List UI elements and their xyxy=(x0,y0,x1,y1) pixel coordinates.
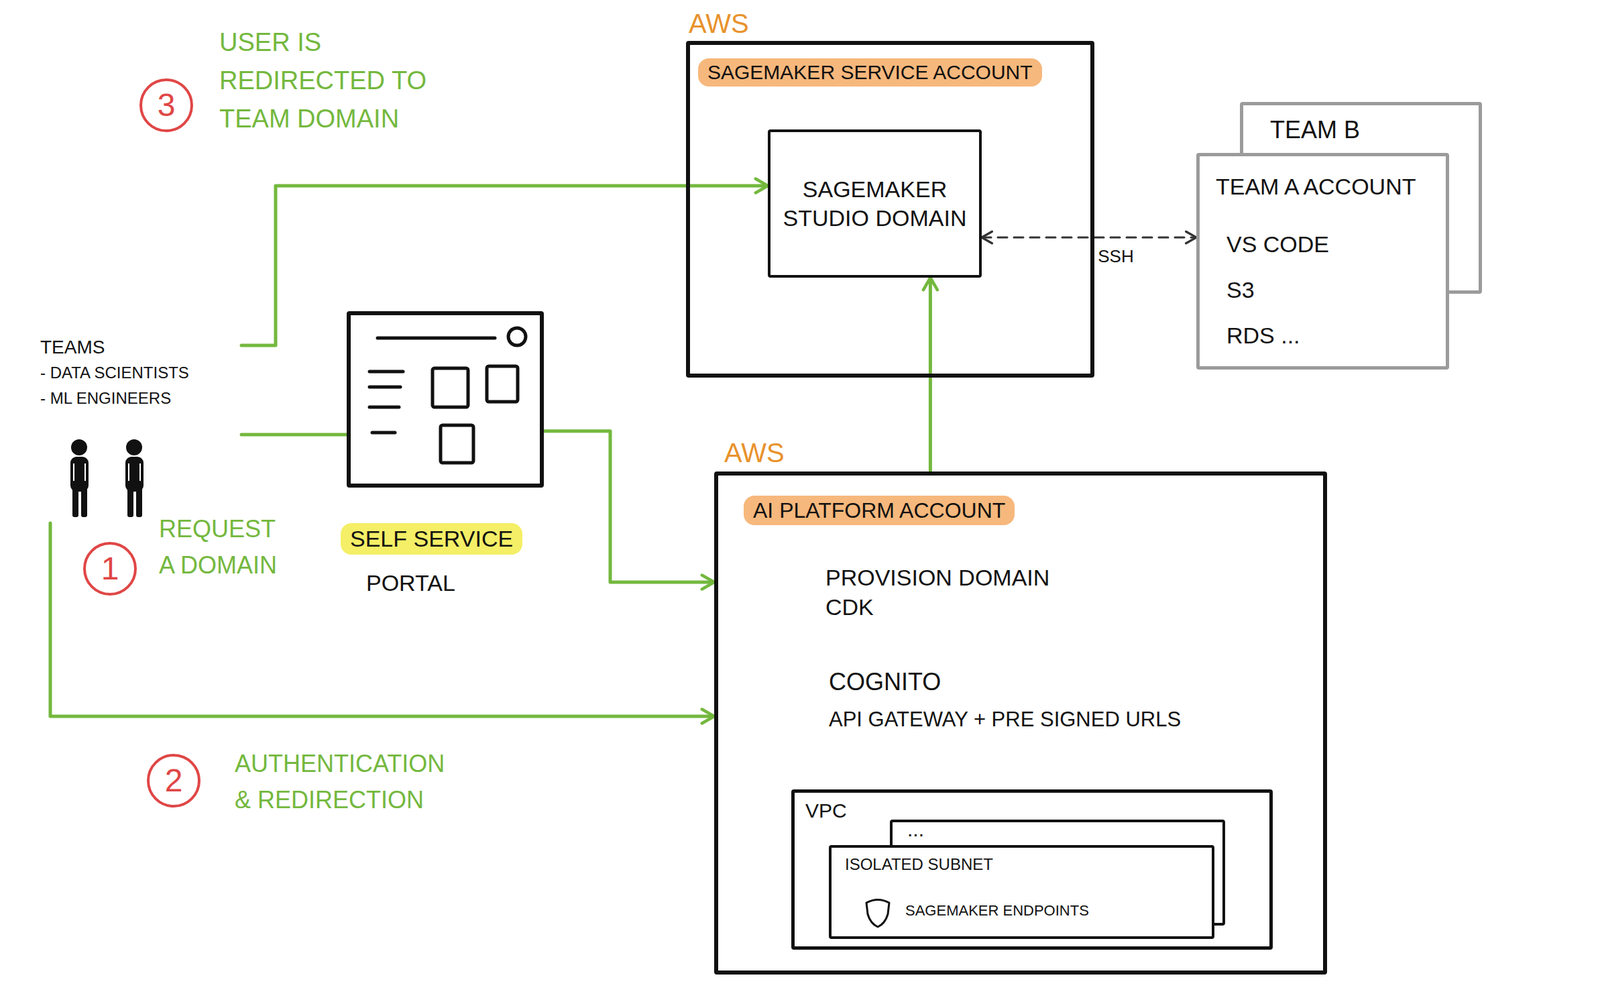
node-title: SAGEMAKER SERVICE ACCOUNT xyxy=(698,58,1043,87)
actor-group: TEAMS - DATA SCIENTISTS - ML ENGINEERS xyxy=(40,331,242,524)
step-note: AUTHENTICATION & REDIRECTION xyxy=(234,745,463,819)
callout-number: 1 xyxy=(83,541,137,596)
account-box: SAGEMAKER SERVICE ACCOUNT SAGEMAKER STUDI… xyxy=(686,40,1095,378)
node-title: ISOLATED SUBNET xyxy=(844,854,994,875)
cloud-label: AWS xyxy=(688,6,750,41)
vpc-box: VPC... ISOLATED SUBNET SAGEMAKER ENDPOINT… xyxy=(791,789,1273,950)
callout-number: 3 xyxy=(139,78,194,133)
node-text: S3 xyxy=(1226,275,1255,305)
step-note: REQUEST A DOMAIN xyxy=(158,510,287,584)
team-account-card: TEAM A ACCOUNT VS CODE S3RDS ... xyxy=(1196,152,1450,370)
portal-box: SELF SERVICEPORTAL xyxy=(346,311,544,488)
studio-domain-box: SAGEMAKER STUDIO DOMAIN xyxy=(767,129,982,278)
node-text: VS CODE xyxy=(1226,230,1330,259)
node-text: RDS ... xyxy=(1226,321,1301,351)
node-text: - DATA SCIENTISTS xyxy=(40,362,190,383)
node-text: COGNITO xyxy=(828,666,941,697)
account-box: AI PLATFORM ACCOUNT PROVISION DOMAIN CDK C… xyxy=(714,471,1328,975)
node-text: API GATEWAY + PRE SIGNED URLS xyxy=(828,706,1181,733)
node-title: TEAM B xyxy=(1270,114,1360,145)
flow-arrow xyxy=(241,433,347,437)
node-title: ... xyxy=(907,816,925,843)
node-title: SAGEMAKER STUDIO DOMAIN xyxy=(775,175,974,233)
node-title: AI PLATFORM ACCOUNT xyxy=(743,495,1015,526)
people-icon xyxy=(40,331,242,524)
edge-label: SSH xyxy=(1095,245,1136,268)
step-note: USER IS REDIRECTED TO TEAM DOMAIN xyxy=(219,23,448,139)
node-title: TEAMS xyxy=(40,335,105,359)
callout-number: 2 xyxy=(146,753,201,808)
cloud-label: AWS xyxy=(724,435,785,470)
dashed-connector xyxy=(981,236,1197,239)
flow-arrow xyxy=(543,431,715,583)
node-title: TEAM A ACCOUNT xyxy=(1215,172,1417,202)
node-text: - ML ENGINEERS xyxy=(40,388,171,409)
node-title: VPC xyxy=(805,797,847,824)
node-text: SAGEMAKER ENDPOINTS xyxy=(905,901,1090,921)
node-text: PROVISION DOMAIN CDK xyxy=(825,562,1061,622)
portal-illustration xyxy=(350,315,548,492)
node-title: SELF SERVICE xyxy=(340,523,523,555)
subnet-box: ISOLATED SUBNET SAGEMAKER ENDPOINTS xyxy=(828,844,1215,939)
node-text: PORTAL xyxy=(366,568,456,598)
flow-arrow xyxy=(50,523,715,717)
